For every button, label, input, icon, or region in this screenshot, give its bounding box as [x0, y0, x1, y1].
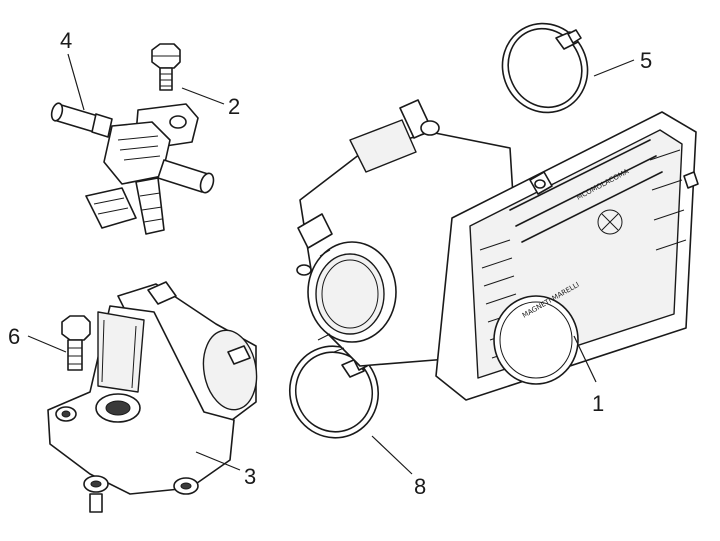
bolt-6 — [61, 315, 91, 371]
intake-manifold — [47, 281, 258, 513]
callout-3: 3 — [244, 464, 256, 489]
leader-8 — [371, 435, 413, 475]
hose-clamp-upper — [501, 22, 589, 114]
callout-6: 6 — [8, 324, 20, 349]
callout-5: 5 — [640, 48, 652, 73]
callout-2: 2 — [228, 94, 240, 119]
leader-6 — [27, 335, 67, 353]
fuel-injector-assembly — [50, 102, 215, 235]
leader-lines — [27, 53, 635, 475]
callout-8: 8 — [414, 474, 426, 499]
bolt-2 — [151, 43, 181, 91]
leader-1 — [573, 335, 597, 383]
leader-5 — [593, 59, 635, 77]
leader-3 — [195, 451, 241, 471]
callout-1: 1 — [592, 391, 604, 416]
throttle-body — [296, 99, 699, 401]
callout-numbers: 1 2 3 4 5 6 8 — [8, 28, 652, 499]
callout-4: 4 — [60, 28, 72, 53]
leader-4 — [67, 53, 85, 111]
leader-2 — [181, 87, 225, 105]
